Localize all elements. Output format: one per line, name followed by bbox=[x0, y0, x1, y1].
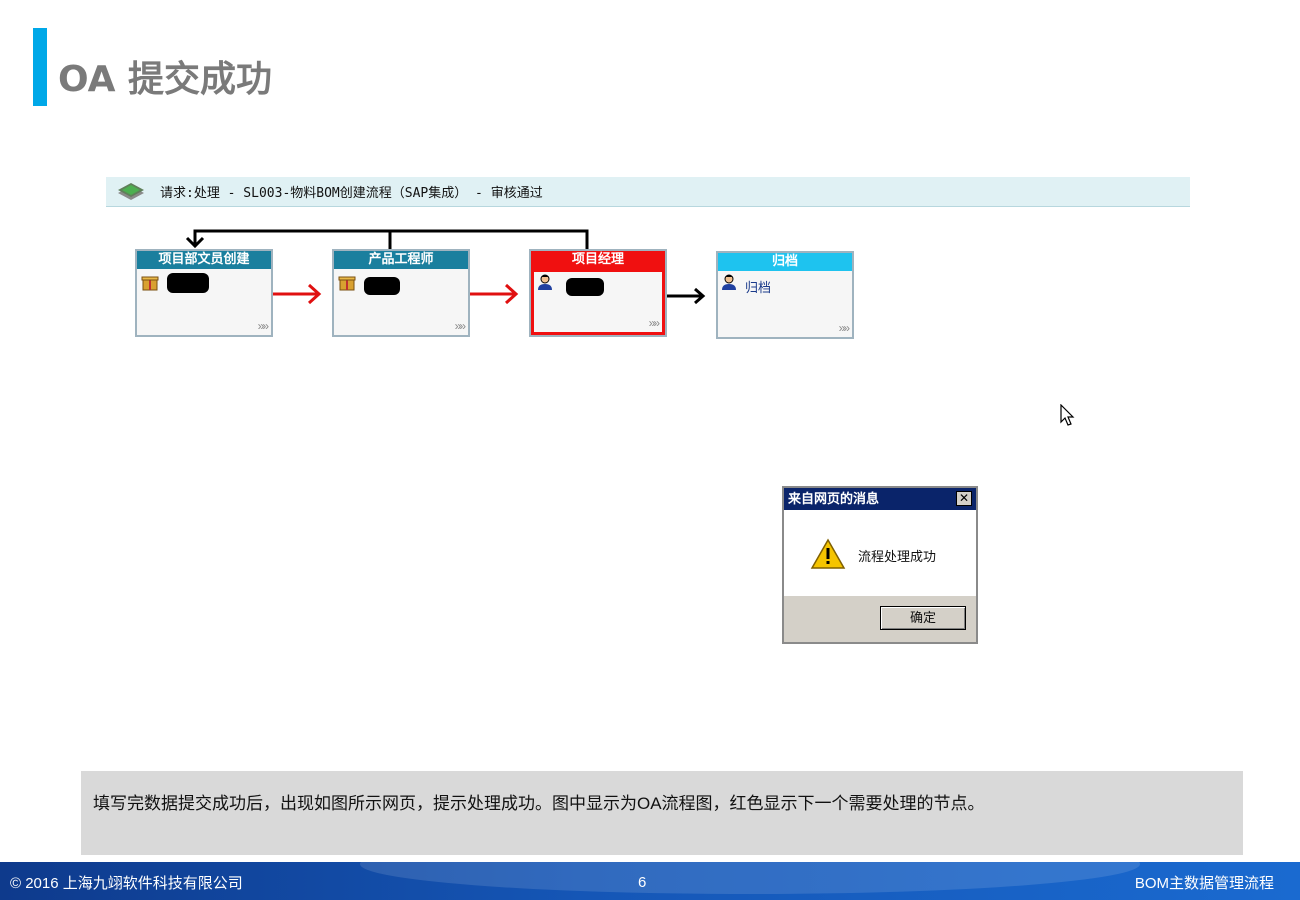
redacted-name bbox=[566, 278, 604, 296]
user-icon bbox=[722, 274, 736, 290]
request-title: 请求:处理 - SL003-物料BOM创建流程（SAP集成） - 审核通过 bbox=[160, 186, 543, 201]
expand-chevron-icon[interactable]: »» bbox=[454, 319, 466, 333]
request-bar: 请求:处理 - SL003-物料BOM创建流程（SAP集成） - 审核通过 bbox=[106, 177, 1190, 207]
flow-node-title: 归档 bbox=[718, 253, 852, 271]
dialog-message: 流程处理成功 bbox=[858, 549, 937, 564]
description-text: 填写完数据提交成功后，出现如图所示网页，提示处理成功。图中显示为OA流程图，红色… bbox=[93, 794, 985, 813]
user-icon bbox=[538, 274, 552, 290]
expand-chevron-icon[interactable]: »» bbox=[648, 316, 660, 330]
flow-node-user-label: 归档 bbox=[745, 280, 772, 295]
expand-chevron-icon[interactable]: »» bbox=[257, 319, 269, 333]
dialog-body: 流程处理成功 bbox=[784, 510, 976, 596]
title-accent-bar bbox=[33, 28, 47, 106]
flow-arrow-3-4-head bbox=[694, 287, 706, 305]
expand-chevron-icon[interactable]: »» bbox=[838, 321, 850, 335]
return-arrowhead bbox=[185, 236, 205, 249]
close-icon[interactable]: ✕ bbox=[956, 491, 972, 506]
flow-node-archive[interactable]: 归档 归档 »» bbox=[716, 251, 854, 339]
gift-icon bbox=[141, 276, 159, 291]
redacted-name bbox=[364, 277, 400, 295]
flow-node-creator[interactable]: 项目部文员创建 »» bbox=[135, 249, 273, 337]
footer-decoration bbox=[360, 862, 1140, 894]
footer-bar: © 2016 上海九翊软件科技有限公司 6 BOM主数据管理流程 bbox=[0, 862, 1300, 900]
gift-icon bbox=[338, 276, 356, 291]
page-title: OA 提交成功 bbox=[58, 59, 273, 100]
footer-copyright: © 2016 上海九翊软件科技有限公司 bbox=[10, 875, 243, 892]
warning-icon bbox=[810, 538, 846, 569]
footer-section-title: BOM主数据管理流程 bbox=[1134, 875, 1274, 892]
flow-node-title: 产品工程师 bbox=[334, 251, 468, 269]
description-box: 填写完数据提交成功后，出现如图所示网页，提示处理成功。图中显示为OA流程图，红色… bbox=[81, 771, 1243, 855]
flow-arrow-2-3-head bbox=[504, 283, 519, 305]
dialog-footer: 确定 bbox=[784, 596, 976, 642]
mouse-cursor-icon bbox=[1060, 404, 1075, 426]
dialog-titlebar: 来自网页的消息 ✕ bbox=[784, 488, 976, 510]
flow-node-engineer[interactable]: 产品工程师 »» bbox=[332, 249, 470, 337]
page-number: 6 bbox=[638, 874, 647, 891]
dialog-title: 来自网页的消息 bbox=[788, 491, 880, 506]
workflow-icon bbox=[118, 182, 144, 200]
flow-node-title: 项目部文员创建 bbox=[137, 251, 271, 269]
message-dialog: 来自网页的消息 ✕ 流程处理成功 确定 bbox=[782, 486, 978, 644]
return-connector bbox=[193, 229, 589, 249]
flow-arrow-1-2-head bbox=[307, 283, 322, 305]
redacted-name bbox=[167, 273, 209, 293]
flow-node-title: 项目经理 bbox=[531, 251, 665, 269]
flow-node-project-manager[interactable]: 项目经理 »» bbox=[529, 249, 667, 337]
ok-button[interactable]: 确定 bbox=[880, 606, 966, 630]
